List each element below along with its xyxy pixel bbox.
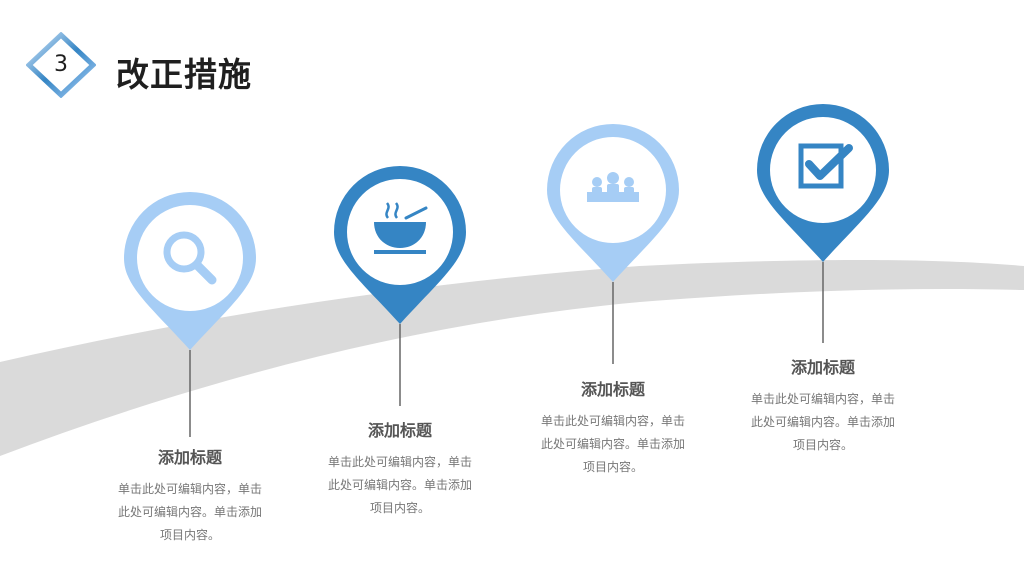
step-body: 单击此处可编辑内容，单击此处可编辑内容。单击添加项目内容。: [327, 455, 472, 515]
step-body: 单击此处可编辑内容，单击此处可编辑内容。单击添加项目内容。: [540, 414, 685, 474]
step-card-1: 添加标题 单击此处可编辑内容，单击此处可编辑内容。单击添加项目内容。: [100, 444, 280, 547]
section-number: 3: [54, 52, 68, 77]
step-title: 添加标题: [367, 421, 432, 440]
step-card-4: 添加标题 单击此处可编辑内容，单击此处可编辑内容。单击添加项目内容。: [733, 354, 913, 457]
map-pin-1: [124, 192, 256, 350]
magnifier-icon: [163, 231, 217, 285]
step-title: 添加标题: [790, 358, 855, 377]
step-title: 添加标题: [157, 448, 222, 467]
checkbox-icon: [798, 143, 853, 189]
step-body: 单击此处可编辑内容，单击此处可编辑内容。单击添加项目内容。: [117, 482, 262, 542]
step-title: 添加标题: [580, 380, 645, 399]
map-pin-3: [547, 124, 679, 282]
map-pin-2: [334, 166, 466, 324]
step-card-2: 添加标题 单击此处可编辑内容，单击此处可编辑内容。单击添加项目内容。: [310, 417, 490, 520]
map-pin-4: [757, 104, 889, 262]
step-card-3: 添加标题 单击此处可编辑内容，单击此处可编辑内容。单击添加项目内容。: [523, 376, 703, 479]
section-number-badge: 3: [25, 31, 97, 99]
step-body: 单击此处可编辑内容，单击此处可编辑内容。单击添加项目内容。: [750, 392, 895, 452]
road-band: [0, 260, 1024, 456]
bowl-icon: [374, 202, 428, 254]
page-title: 改正措施: [116, 55, 252, 94]
team-icon: [587, 172, 639, 202]
